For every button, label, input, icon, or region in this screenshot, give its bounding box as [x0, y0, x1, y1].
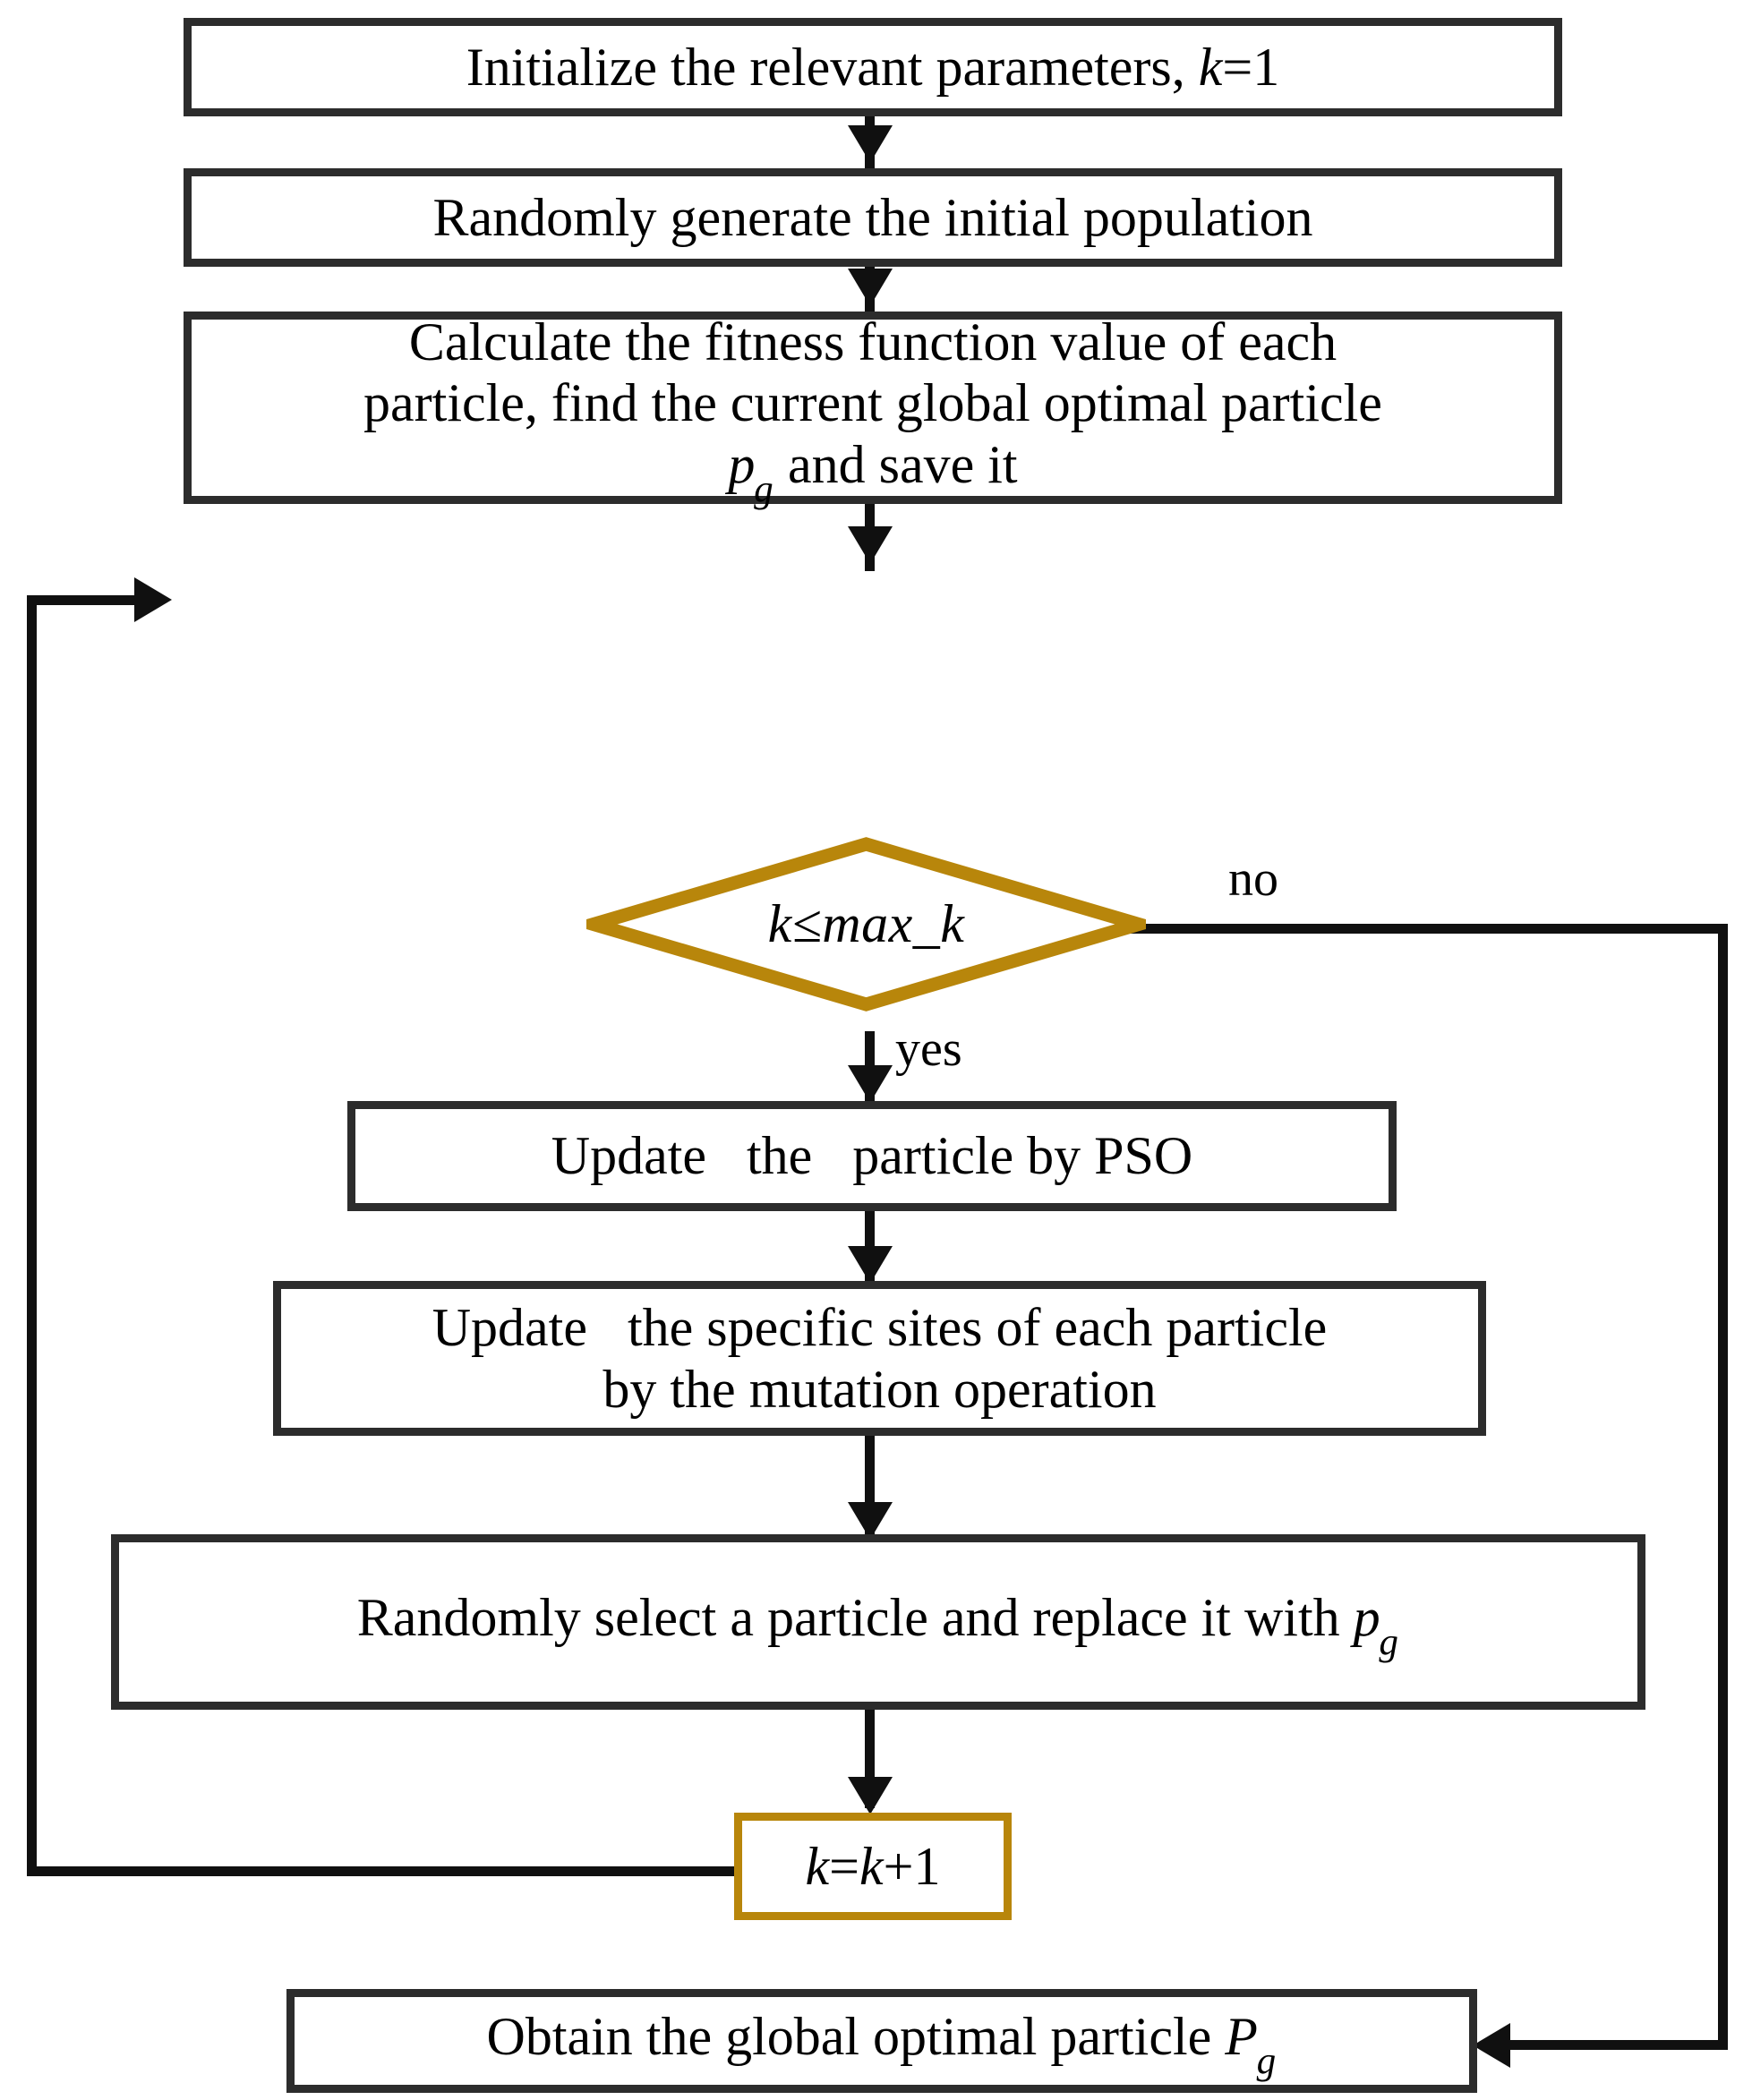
node-calculate-fitness-label: Calculate the fitness function value of …	[349, 312, 1397, 510]
arrowhead-right-rail-to-obtain	[1473, 2023, 1510, 2068]
mutation-line-2: by the mutation operation	[603, 1359, 1157, 1419]
node-increment-k-label: k=k+1	[805, 1836, 941, 1896]
edge-label-no: no	[1228, 851, 1278, 907]
var-k: k	[1198, 37, 1223, 97]
connector-mutation-to-replace	[865, 1436, 875, 1534]
node-mutation-label: Update the specific sites of each partic…	[418, 1297, 1342, 1420]
node-decision-label: k≤max_k	[767, 894, 965, 953]
node-replace-particle[interactable]: Randomly select a particle and replace i…	[111, 1534, 1645, 1710]
connector-increment-to-left-rail	[27, 1866, 734, 1876]
calc-line-2: particle, find the current global optima…	[363, 373, 1382, 433]
node-update-pso[interactable]: Update the particle by PSO	[347, 1101, 1397, 1211]
node-increment-k[interactable]: k=k+1	[734, 1813, 1012, 1920]
edge-label-yes: yes	[895, 1021, 962, 1077]
connector-left-rail-vertical	[27, 595, 37, 1876]
arrowhead-decision-to-updatepso	[848, 1065, 893, 1103]
arrowhead-generate-to-calculate	[848, 269, 893, 306]
connector-decision-no-horizontal	[1055, 924, 1728, 934]
node-obtain-optimal[interactable]: Obtain the global optimal particle Pg	[286, 1989, 1477, 2093]
diamond-shape	[586, 837, 1146, 1012]
node-decision-k-le-maxk[interactable]: k≤max_k	[586, 837, 1146, 1012]
node-initialize[interactable]: Initialize the relevant parameters, k=1	[184, 18, 1562, 116]
calc-line-1: Calculate the fitness function value of …	[408, 312, 1338, 371]
connector-right-rail-to-obtain	[1504, 2040, 1728, 2050]
arrowhead-mutation-to-replace	[848, 1502, 893, 1540]
node-replace-particle-label: Randomly select a particle and replace i…	[356, 1587, 1398, 1663]
mutation-line-1: Update the specific sites of each partic…	[432, 1298, 1328, 1358]
arrowhead-updatepso-to-mutation	[848, 1246, 893, 1284]
node-obtain-optimal-label: Obtain the global optimal particle Pg	[486, 2006, 1277, 2082]
arrowhead-init-to-generate	[848, 125, 893, 163]
node-initialize-label: Initialize the relevant parameters, k=1	[466, 37, 1280, 97]
arrowhead-left-rail-to-calculate	[134, 577, 172, 622]
node-mutation[interactable]: Update the specific sites of each partic…	[273, 1281, 1486, 1436]
connector-left-rail-to-calculate	[27, 595, 161, 605]
node-calculate-fitness[interactable]: Calculate the fitness function value of …	[184, 312, 1562, 510]
arrowhead-calculate-to-decision	[848, 526, 893, 564]
node-generate-population[interactable]: Randomly generate the initial population	[184, 168, 1562, 267]
node-generate-population-label: Randomly generate the initial population	[432, 187, 1313, 247]
connector-right-rail-vertical	[1718, 924, 1728, 2050]
calc-line-3: pg and save it	[728, 434, 1018, 510]
connector-replace-to-increment	[865, 1710, 875, 1808]
node-update-pso-label: Update the particle by PSO	[551, 1126, 1193, 1186]
arrowhead-replace-to-increment	[848, 1777, 893, 1814]
